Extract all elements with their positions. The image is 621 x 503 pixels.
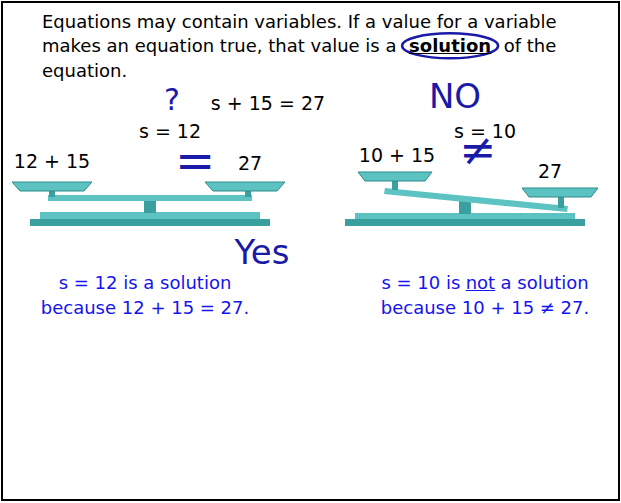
intro-paragraph: Equations may contain variables. If a va…: [42, 10, 587, 83]
explanation-left: s = 12 is a solution because 12 + 15 = 2…: [20, 270, 270, 320]
hand-question-mark: ?: [164, 82, 180, 118]
balanced-scale: [12, 182, 285, 226]
right-pan-value: 27: [538, 160, 562, 183]
hand-circle: [402, 33, 498, 58]
explanation-right: s = 10 isnota solution because 10 + 15 ≠…: [360, 270, 610, 320]
left-pan-expression: 10 + 15: [359, 144, 435, 167]
explanation-text: s = 12 is a solution because 12 + 15 = 2…: [41, 272, 250, 318]
hand-equals: =: [175, 136, 215, 184]
left-pan-expression: 12 + 15: [14, 150, 90, 173]
hand-not-equal: ≠: [460, 128, 497, 172]
right-pan-value: 27: [238, 152, 262, 175]
key-term: solution: [409, 35, 491, 56]
hand-yes: Yes: [235, 232, 290, 273]
explanation-text: s = 10 is: [381, 272, 460, 293]
hand-no: NO: [429, 76, 481, 117]
equation: s + 15 = 27: [211, 92, 325, 115]
emphasis-word: not: [466, 272, 495, 293]
